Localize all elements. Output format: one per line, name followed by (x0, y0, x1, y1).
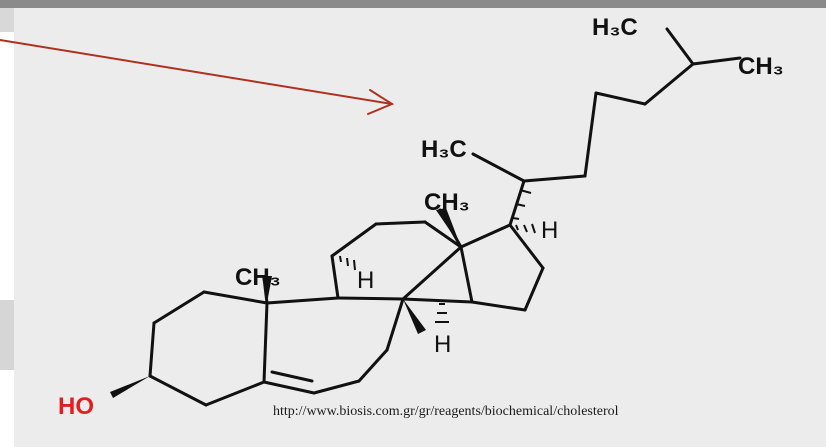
wedge-bonds (110, 208, 461, 398)
top-shadow-strip (0, 0, 826, 8)
label-h-c17: H (541, 217, 558, 244)
source-url: http://www.biosis.com.gr/gr/reagents/bio… (273, 404, 619, 419)
label-h3c-top: H₃C (592, 14, 638, 41)
label-hydroxyl: HO (58, 393, 94, 420)
left-edge-shade (0, 8, 14, 32)
label-ch3-top: CH₃ (738, 53, 784, 80)
left-edge-shade-lower (0, 300, 14, 370)
label-h3c-side: H₃C (421, 136, 467, 163)
pointer-arrow (0, 39, 395, 115)
label-h-c9: H (357, 267, 374, 294)
label-h-c14: H (421, 311, 422, 313)
hashed-bonds (339, 189, 536, 323)
label-ch3-c13: CH₃ (424, 189, 470, 216)
skeletal-bonds (148, 27, 742, 407)
label-h-c8: H (434, 331, 451, 358)
label-ch3-c10: CH₃ (235, 264, 281, 291)
